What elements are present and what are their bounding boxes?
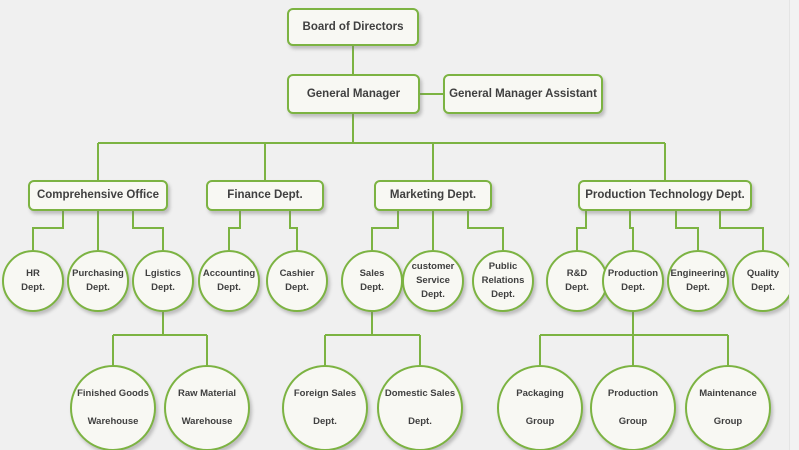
node-label: Marketing Dept.	[389, 189, 477, 202]
node-sales-dept[interactable]: Sales Dept.	[341, 250, 403, 312]
node-label: Production Dept.	[607, 268, 659, 293]
node-accounting-dept[interactable]: Accounting Dept.	[198, 250, 260, 312]
node-board-of-directors[interactable]: Board of Directors	[287, 8, 419, 46]
node-label: Comprehensive Office	[36, 189, 160, 202]
canvas-edge-strip	[789, 0, 799, 450]
node-finished-goods-warehouse[interactable]: Finished Goods Warehouse	[70, 365, 156, 450]
node-domestic-sales-dept[interactable]: Domestic Sales Dept.	[377, 365, 463, 450]
node-label: Production Technology Dept.	[585, 189, 745, 202]
node-label: Purchasing Dept.	[72, 268, 124, 293]
node-raw-material-warehouse[interactable]: Raw Material Warehouse	[164, 365, 250, 450]
node-label: Board of Directors	[302, 20, 404, 33]
node-label: Engineering Dept.	[670, 268, 726, 293]
node-label: General Manager Assistant	[449, 87, 597, 100]
node-engineering-dept[interactable]: Engineering Dept.	[667, 250, 729, 312]
node-production-group[interactable]: Production Group	[590, 365, 676, 450]
node-hr-dept[interactable]: HR Dept.	[2, 250, 64, 312]
node-production-dept[interactable]: Production Dept.	[602, 250, 664, 312]
node-label: Quality Dept.	[746, 268, 780, 293]
node-label: customer Service Dept.	[411, 261, 455, 300]
node-label: Public Relations Dept.	[481, 261, 525, 300]
node-label: Packaging Group	[516, 388, 564, 427]
node-general-manager-assistant[interactable]: General Manager Assistant	[443, 74, 603, 114]
node-packaging-group[interactable]: Packaging Group	[497, 365, 583, 450]
node-production-technology-dept[interactable]: Production Technology Dept.	[578, 180, 752, 211]
node-purchasing-dept[interactable]: Purchasing Dept.	[67, 250, 129, 312]
node-customer-service-dept[interactable]: customer Service Dept.	[402, 250, 464, 312]
node-comprehensive-office[interactable]: Comprehensive Office	[28, 180, 168, 211]
node-quality-dept[interactable]: Quality Dept.	[732, 250, 794, 312]
node-lgistics-dept[interactable]: Lgistics Dept.	[132, 250, 194, 312]
node-label: R&D Dept.	[565, 268, 589, 293]
node-maintenance-group[interactable]: Maintenance Group	[685, 365, 771, 450]
node-public-relations-dept[interactable]: Public Relations Dept.	[472, 250, 534, 312]
node-label: Finance Dept.	[227, 189, 303, 202]
node-general-manager[interactable]: General Manager	[287, 74, 420, 114]
node-label: Cashier Dept.	[279, 268, 315, 293]
node-foreign-sales-dept[interactable]: Foreign Sales Dept.	[282, 365, 368, 450]
node-marketing-dept[interactable]: Marketing Dept.	[374, 180, 492, 211]
node-label: Foreign Sales Dept.	[293, 388, 357, 427]
node-finance-dept[interactable]: Finance Dept.	[206, 180, 324, 211]
node-label: Raw Material Warehouse	[177, 388, 237, 427]
node-label: Maintenance Group	[699, 388, 757, 427]
node-cashier-dept[interactable]: Cashier Dept.	[266, 250, 328, 312]
node-label: Domestic Sales Dept.	[384, 388, 456, 427]
node-label: General Manager	[306, 87, 401, 100]
node-label: Finished Goods Warehouse	[77, 388, 149, 427]
node-label: Lgistics Dept.	[145, 268, 181, 293]
node-rnd-dept[interactable]: R&D Dept.	[546, 250, 608, 312]
node-label: Production Group	[607, 388, 659, 427]
node-label: Accounting Dept.	[202, 268, 256, 293]
node-label: HR Dept.	[21, 268, 45, 293]
node-label: Sales Dept.	[359, 268, 385, 293]
